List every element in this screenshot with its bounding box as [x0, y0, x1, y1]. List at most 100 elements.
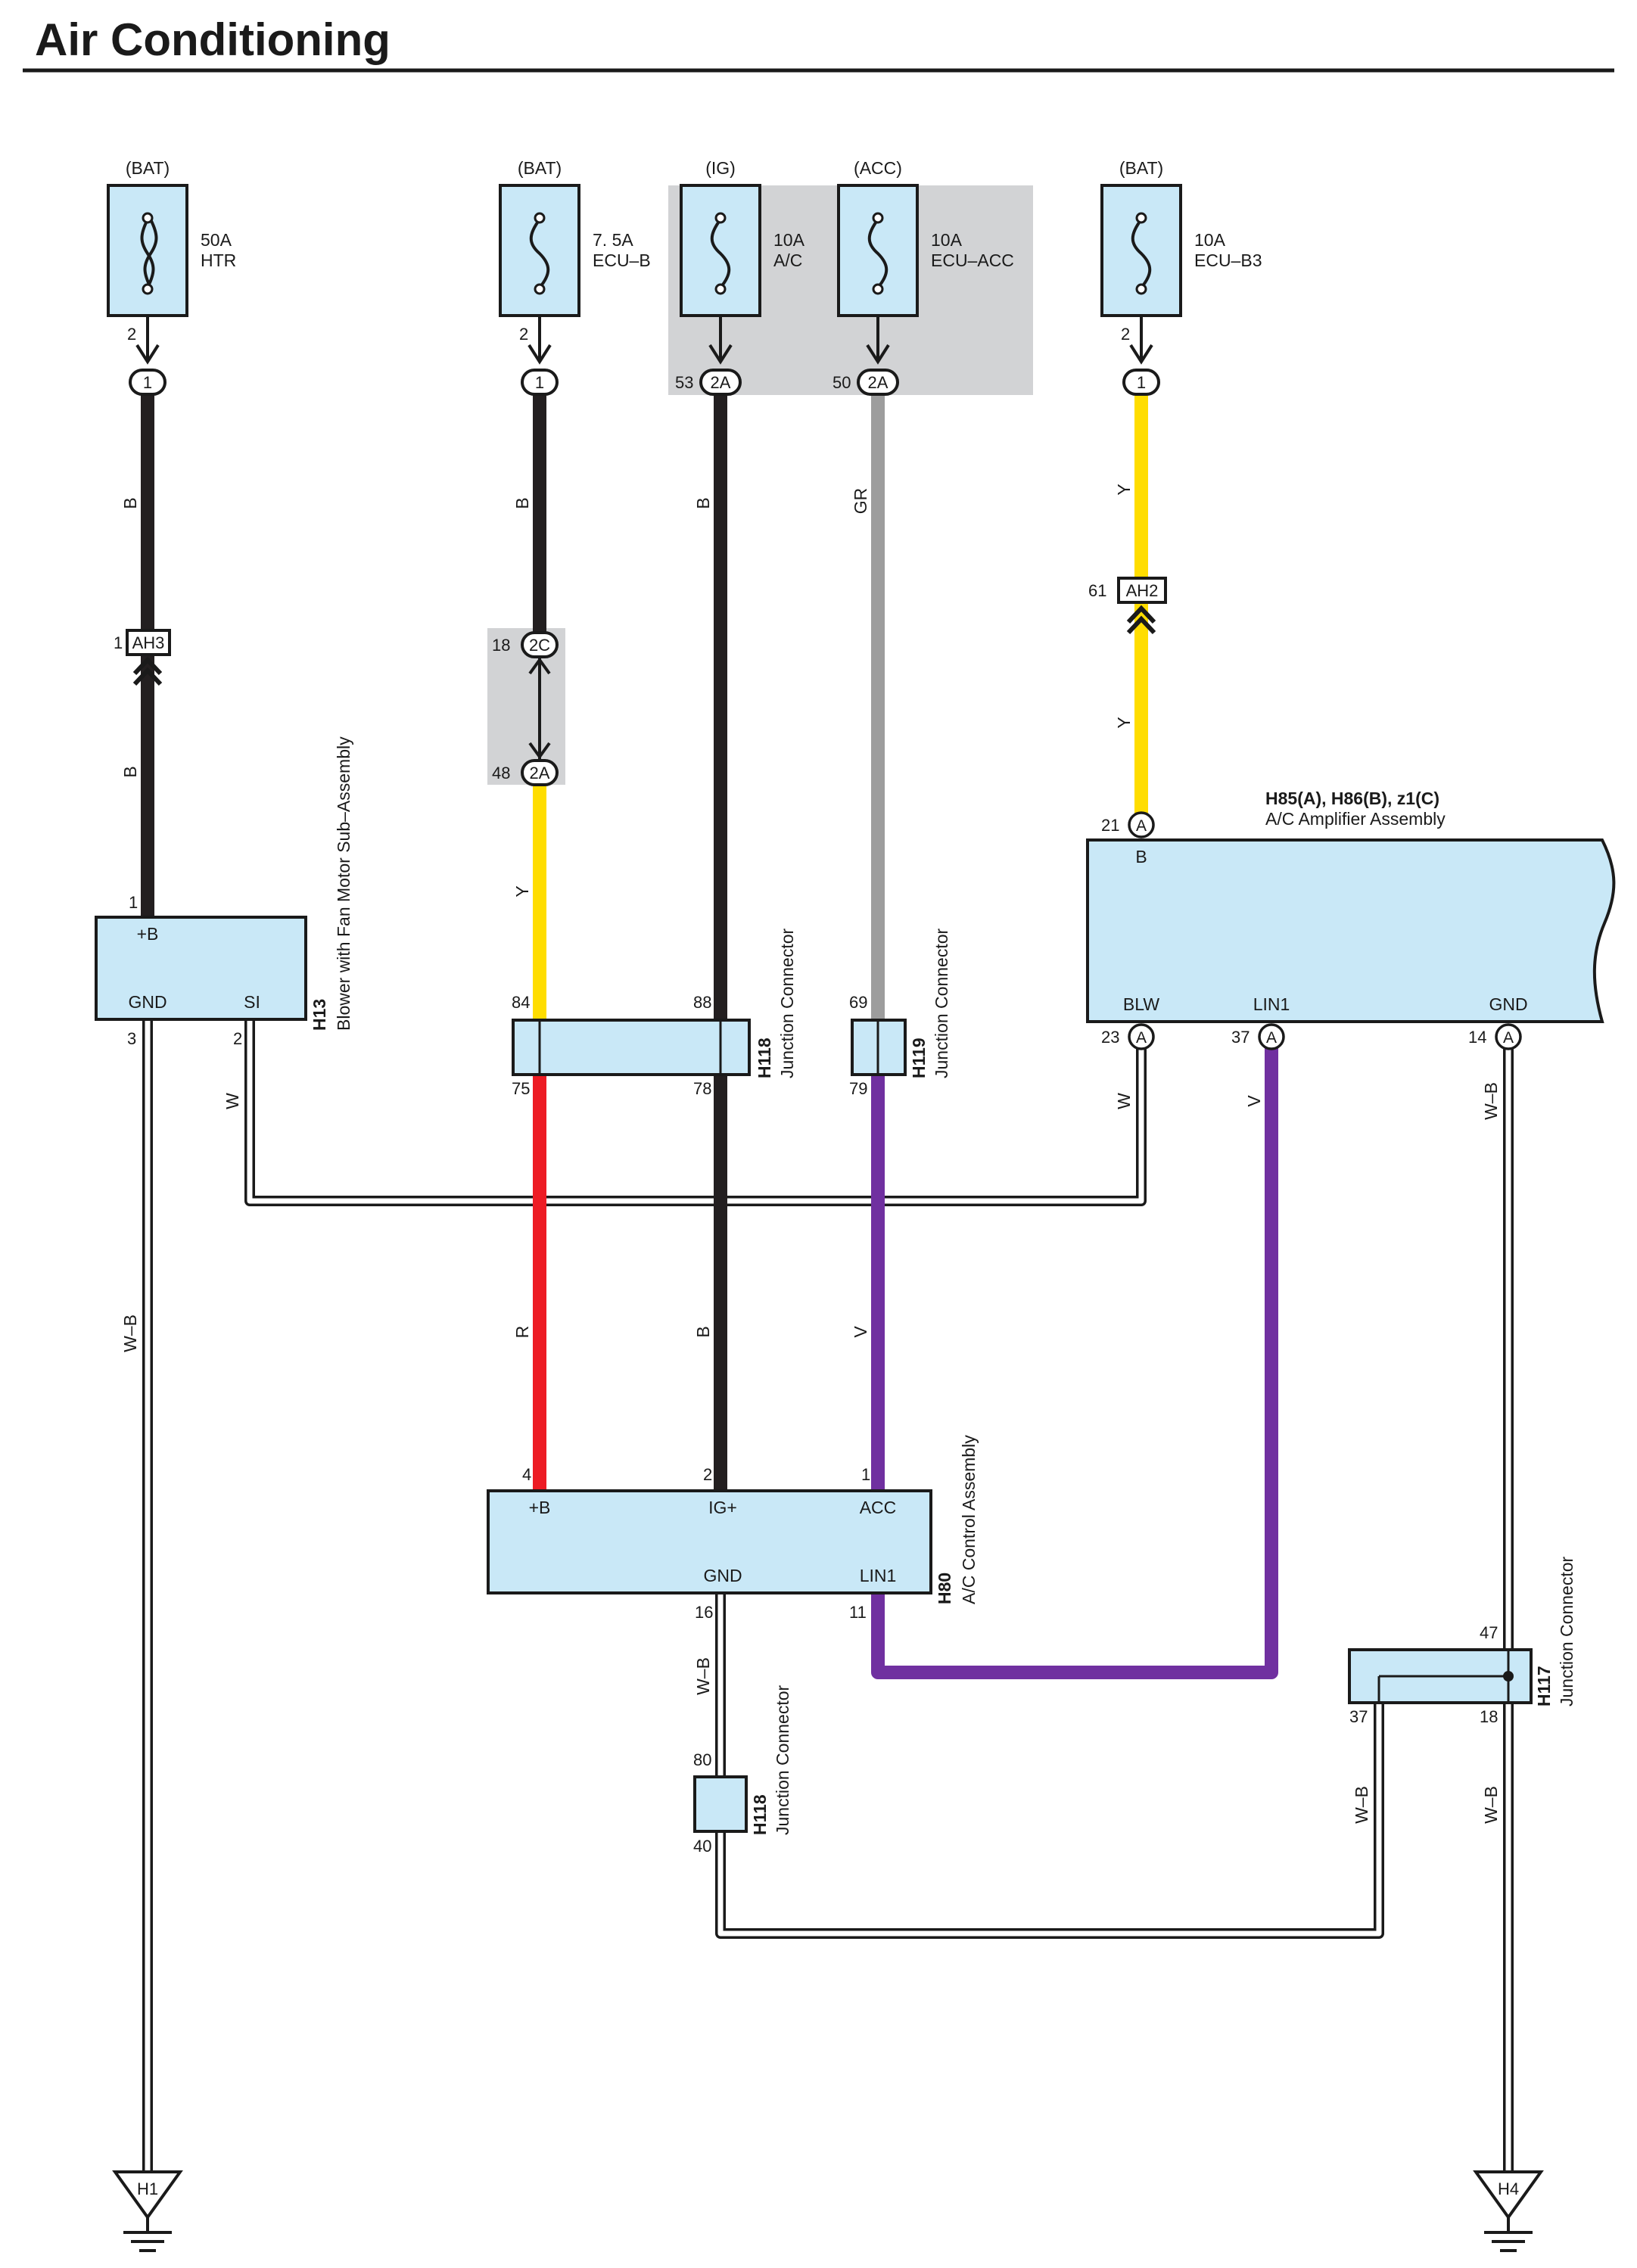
svg-text:B: B	[120, 497, 140, 509]
wire-v-lin1	[871, 1037, 1278, 1679]
svg-text:H118: H118	[750, 1794, 770, 1835]
svg-text:AH2: AH2	[1126, 581, 1159, 600]
fuse-acc: (ACC) 10A ECU–ACC	[837, 158, 1014, 317]
svg-text:B: B	[693, 497, 713, 509]
svg-text:21: 21	[1101, 816, 1119, 835]
ground-h1: H1	[112, 2170, 183, 2252]
junction-h117: 47 37 18 H117 Junction Connector	[1348, 1556, 1576, 1726]
svg-text:GND: GND	[703, 1566, 742, 1585]
ground-h4: H4	[1473, 2170, 1544, 2252]
fuse-ecub-amp: 7. 5A	[593, 230, 633, 250]
svg-text:H118: H118	[755, 1038, 774, 1078]
svg-text:B: B	[1135, 847, 1147, 866]
svg-text:40: 40	[693, 1837, 711, 1856]
pin-acc: 50	[833, 373, 851, 392]
svg-text:B: B	[693, 1326, 713, 1337]
svg-text:H1: H1	[137, 2179, 158, 2198]
wire-wb-control-ground	[715, 1593, 1508, 1939]
junction-h119: 69 79 H119 Junction Connector	[849, 928, 951, 1098]
svg-text:69: 69	[849, 993, 867, 1012]
conn-ecub: 1	[535, 373, 544, 392]
svg-text:88: 88	[693, 993, 711, 1012]
blower-h13: +B GND SI 1 3 2 H13 Blower with Fan Moto…	[95, 736, 353, 1048]
wire-labels: B B B B B GR Y Y Y W W W–B W–B R V V W–B…	[120, 484, 1501, 1824]
svg-text:A: A	[1266, 1029, 1277, 1047]
svg-text:LIN1: LIN1	[860, 1566, 897, 1585]
svg-text:14: 14	[1468, 1028, 1486, 1047]
fuse-ac-amp: 10A	[773, 230, 805, 250]
connector-2c-2a: 2C 18 2A 48	[492, 631, 559, 786]
fuse-acc-amp: 10A	[931, 230, 963, 250]
svg-text:37: 37	[1231, 1028, 1250, 1047]
svg-text:3: 3	[127, 1029, 136, 1048]
svg-text:A/C Control Assembly: A/C Control Assembly	[959, 1435, 979, 1604]
svg-text:W–B: W–B	[693, 1657, 713, 1695]
junction-h118-bottom: 80 40 H118 Junction Connector	[693, 1685, 792, 1856]
svg-text:V: V	[851, 1326, 870, 1338]
svg-text:1: 1	[129, 893, 138, 912]
svg-text:+B: +B	[529, 1498, 551, 1517]
pin-htr: 2	[127, 325, 136, 344]
fuse-ecub3: (BAT) 10A ECU–B3	[1100, 158, 1262, 317]
svg-text:A: A	[1503, 1029, 1514, 1047]
conn-htr: 1	[143, 373, 152, 392]
svg-text:2A: 2A	[530, 764, 550, 782]
svg-text:W–B: W–B	[1481, 1082, 1501, 1120]
svg-text:B: B	[120, 766, 140, 777]
conn-ecub3: 1	[1137, 373, 1146, 392]
svg-text:SI: SI	[244, 992, 260, 1012]
junction-h118-top: 84 88 75 78 H118 Junction Connector	[512, 928, 797, 1098]
svg-text:H13: H13	[310, 999, 329, 1031]
svg-text:H119: H119	[909, 1038, 929, 1078]
amplifier-assembly: H85(A), H86(B), z1(C) A/C Amplifier Asse…	[1086, 789, 1616, 1050]
svg-text:A: A	[1136, 817, 1147, 835]
fuse-ac: (IG) 10A A/C	[680, 158, 805, 317]
svg-text:Y: Y	[1114, 717, 1134, 728]
fuse-ecub3-source: (BAT)	[1119, 158, 1163, 178]
wires	[141, 394, 1514, 2192]
fuse-ecub-source: (BAT)	[518, 158, 562, 178]
svg-text:IG+: IG+	[708, 1498, 737, 1517]
fuse-htr-source: (BAT)	[126, 158, 170, 178]
control-assembly-h80: +B IG+ ACC GND LIN1 4 2 1 16 11 H80 A/C …	[487, 1435, 979, 1622]
fuse-ecub: (BAT) 7. 5A ECU–B	[499, 158, 651, 317]
svg-text:37: 37	[1349, 1707, 1368, 1726]
fuse-acc-name: ECU–ACC	[931, 250, 1014, 270]
svg-text:80: 80	[693, 1750, 711, 1769]
svg-text:ACC: ACC	[860, 1498, 897, 1517]
svg-text:BLW: BLW	[1123, 994, 1159, 1014]
svg-text:Y: Y	[1114, 484, 1134, 495]
svg-text:GND: GND	[1489, 994, 1527, 1014]
svg-text:84: 84	[512, 993, 530, 1012]
svg-text:LIN1: LIN1	[1253, 994, 1290, 1014]
fuse-leads	[135, 316, 1153, 365]
svg-text:A: A	[1136, 1029, 1147, 1047]
connector-ah2: AH2 61	[1088, 577, 1167, 635]
fuse-ecub3-name: ECU–B3	[1194, 250, 1262, 270]
fuse-htr-amp: 50A	[201, 230, 232, 250]
fuse-htr-name: HTR	[201, 250, 236, 270]
svg-text:2: 2	[233, 1029, 242, 1048]
svg-text:18: 18	[1480, 1707, 1498, 1726]
svg-text:48: 48	[492, 764, 510, 782]
svg-text:2C: 2C	[529, 636, 550, 655]
svg-text:79: 79	[849, 1079, 867, 1098]
svg-text:H117: H117	[1534, 1666, 1554, 1706]
conn-ac: 2A	[711, 373, 731, 392]
fuse-htr: (BAT) 50A HTR	[107, 158, 236, 317]
svg-text:R: R	[512, 1326, 532, 1339]
svg-text:W–B: W–B	[120, 1314, 140, 1352]
pin-ecub: 2	[519, 325, 528, 344]
svg-text:W: W	[223, 1093, 242, 1109]
svg-text:75: 75	[512, 1079, 530, 1098]
svg-text:1: 1	[114, 633, 123, 652]
svg-text:Junction Connector: Junction Connector	[773, 1685, 792, 1835]
svg-text:4: 4	[522, 1465, 531, 1484]
svg-text:A/C Amplifier Assembly: A/C Amplifier Assembly	[1265, 809, 1446, 829]
fuse-ac-source: (IG)	[705, 158, 736, 178]
svg-text:W–B: W–B	[1481, 1786, 1501, 1824]
fuse-ecub3-amp: 10A	[1194, 230, 1226, 250]
svg-text:16: 16	[695, 1603, 713, 1622]
svg-text:18: 18	[492, 636, 510, 655]
